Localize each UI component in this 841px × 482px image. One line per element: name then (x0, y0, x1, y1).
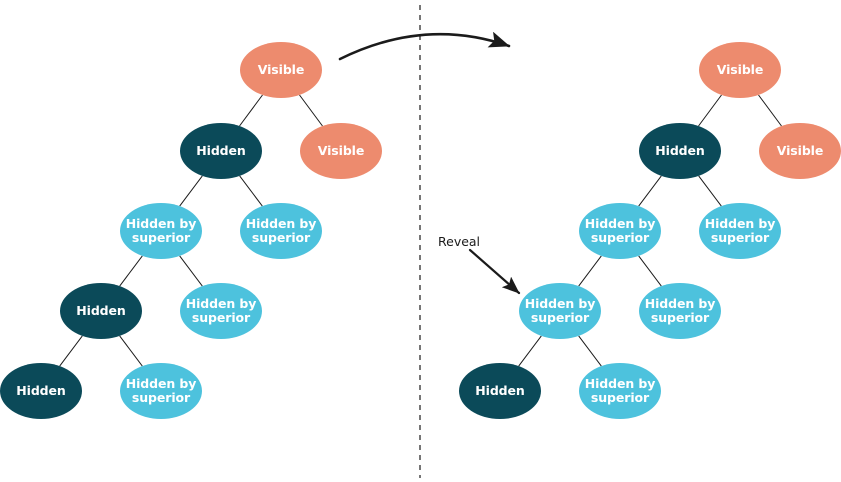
tree-node-label: Hidden (655, 143, 705, 158)
tree-node-hidden[interactable]: Hidden (0, 363, 82, 419)
tree-node-label: Hidden (196, 143, 246, 158)
tree-node-visible[interactable]: Visible (240, 42, 322, 98)
tree-edge (299, 94, 323, 127)
tree-edge (179, 175, 203, 207)
reveal-annotation-label: Reveal (438, 234, 481, 249)
tree-edge (578, 335, 602, 367)
tree-edge (698, 94, 722, 127)
tree-node-label: Visible (257, 62, 305, 77)
tree-node-visible[interactable]: Visible (300, 123, 382, 179)
tree-edge (239, 94, 263, 127)
tree-node-label: Visible (716, 62, 764, 77)
reveal-arrow (468, 248, 521, 295)
tree-edge (179, 255, 203, 287)
tree-node-label: Hidden (16, 383, 66, 398)
tree-node-visible[interactable]: Visible (699, 42, 781, 98)
tree-edge (638, 175, 662, 207)
tree-edge (119, 255, 143, 287)
tree-edge (119, 335, 143, 367)
tree-edge (518, 335, 542, 367)
tree-node-visible[interactable]: Visible (759, 123, 841, 179)
tree-node-hidden[interactable]: Hidden (639, 123, 721, 179)
tree-edge (698, 175, 722, 207)
transition-curved-arrow (338, 31, 511, 61)
tree-edge (239, 175, 263, 207)
tree-node-hidden[interactable]: Hidden (459, 363, 541, 419)
tree-edge (638, 255, 662, 287)
tree-edge (758, 94, 782, 127)
tree-edge (578, 255, 602, 287)
tree-edge (59, 335, 83, 367)
tree-node-label: Hidden (475, 383, 525, 398)
tree-node-label: Visible (776, 143, 824, 158)
tree-node-hidden[interactable]: Hidden (180, 123, 262, 179)
tree-node-hidden[interactable]: Hidden (60, 283, 142, 339)
tree-node-label: Visible (317, 143, 365, 158)
tree-node-label: Hidden (76, 303, 126, 318)
